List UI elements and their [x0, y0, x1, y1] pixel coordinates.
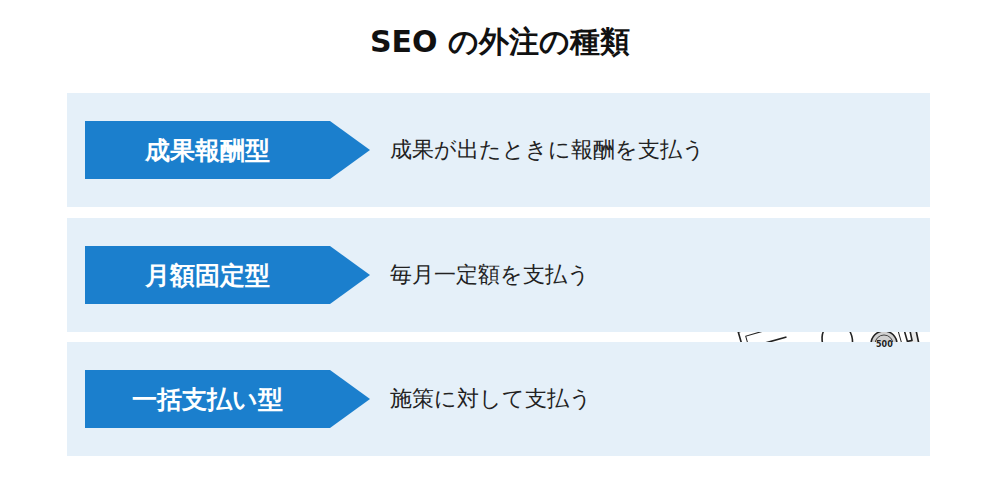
arrow-fill	[85, 246, 370, 304]
diagram-title: SEO の外注の種類	[0, 22, 1000, 63]
type-band: 毎月一定額を支払う 月額固定型	[67, 218, 930, 332]
type-arrow-label: 成果報酬型	[85, 121, 370, 179]
arrow-fill	[85, 370, 370, 428]
type-name: 成果報酬型	[85, 121, 330, 179]
type-arrow-label: 一括支払い型	[85, 370, 370, 428]
arrow-fill	[85, 121, 370, 179]
type-arrow-label: 月額固定型	[85, 246, 370, 304]
coin-value: 500	[876, 340, 893, 349]
band-description: 成果が出たときに報酬を支払う	[390, 135, 705, 165]
type-name: 一括支払い型	[85, 370, 330, 428]
type-band: 成果が出たときに報酬を支払う 成果報酬型	[67, 93, 930, 207]
band-description: 施策に対して支払う	[390, 384, 592, 414]
type-band: 施策に対して支払う 一括支払い型	[67, 342, 930, 456]
band-description: 毎月一定額を支払う	[390, 260, 590, 290]
type-name: 月額固定型	[85, 246, 330, 304]
